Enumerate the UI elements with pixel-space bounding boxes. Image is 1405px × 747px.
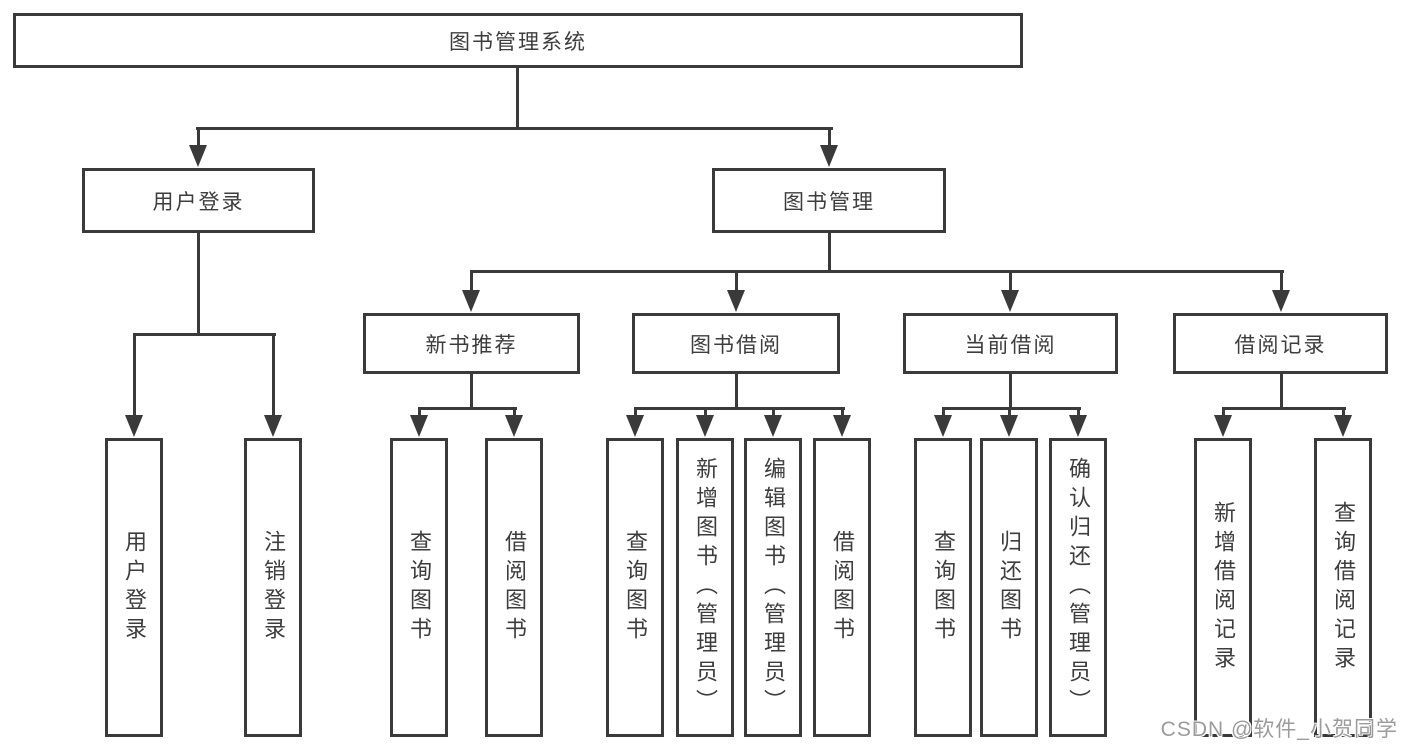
connector-line [828, 233, 831, 273]
connector-line [942, 407, 1081, 410]
connector-line [735, 273, 738, 291]
node-label: 用户登录 [152, 190, 245, 214]
arrowhead-icon [125, 415, 143, 437]
csdn-watermark: CSDN @软件_小贺同学 [1160, 718, 1398, 741]
connector-line [1008, 410, 1011, 416]
arrowhead-icon [820, 145, 838, 167]
node-root: 图书管理系统 [13, 13, 1023, 68]
node-label: 用户登录 [122, 529, 147, 646]
connector-line [418, 407, 517, 410]
connector-line [1280, 273, 1283, 291]
node-label: 查询借阅记录 [1331, 500, 1356, 675]
node-label: 新书推荐 [425, 333, 518, 357]
node-label: 借阅图书 [830, 529, 855, 646]
leaf-logout: 注销登录 [244, 438, 302, 737]
arrowhead-icon [833, 415, 851, 437]
arrowhead-icon [1272, 290, 1290, 312]
node-label: 归还图书 [997, 529, 1022, 646]
node-book-borrow: 图书借阅 [632, 313, 840, 374]
connector-line [197, 130, 200, 146]
connector-line [634, 410, 637, 416]
arrowhead-icon [1000, 415, 1018, 437]
connector-line [516, 68, 519, 127]
connector-line [704, 410, 707, 416]
connector-line [1280, 374, 1283, 410]
node-label: 借阅图书 [502, 529, 527, 646]
arrowhead-icon [626, 415, 644, 437]
connector-line [197, 233, 200, 336]
leaf-query-books-2: 查询图书 [606, 438, 664, 737]
node-label: 图书管理 [783, 190, 875, 214]
node-label: 当前借阅 [964, 333, 1057, 357]
leaf-borrow-books-1: 借阅图书 [485, 438, 543, 737]
arrowhead-icon [462, 290, 480, 312]
node-label: 查询图书 [931, 529, 956, 646]
arrowhead-icon [189, 145, 207, 167]
arrowhead-icon [410, 415, 428, 437]
arrowhead-icon [764, 415, 782, 437]
arrowhead-icon [696, 415, 714, 437]
arrowhead-icon [1334, 415, 1352, 437]
node-label: 图书管理系统 [449, 30, 587, 54]
connector-line [1009, 374, 1012, 410]
arrowhead-icon [1001, 290, 1019, 312]
node-label: 确认归还（管理员） [1066, 457, 1091, 718]
connector-line [470, 270, 1284, 273]
connector-line [133, 333, 276, 336]
leaf-add-books-admin: 新增图书（管理员） [676, 438, 734, 737]
connector-line [1222, 410, 1225, 416]
leaf-query-borrow-record: 查询借阅记录 [1314, 438, 1372, 737]
leaf-edit-books-admin: 编辑图书（管理员） [744, 438, 802, 737]
connector-line [772, 410, 775, 416]
node-label: 查询图书 [623, 529, 648, 646]
node-label: 注销登录 [261, 529, 286, 646]
leaf-user-login: 用户登录 [105, 438, 163, 737]
node-user-login: 用户登录 [82, 168, 315, 233]
node-label: 借阅记录 [1234, 333, 1327, 357]
arrowhead-icon [934, 415, 952, 437]
connector-line [828, 130, 831, 146]
arrowhead-icon [1214, 415, 1232, 437]
node-label: 新增借阅记录 [1211, 500, 1236, 675]
leaf-query-books-1: 查询图书 [390, 438, 448, 737]
arrowhead-icon [505, 415, 523, 437]
node-new-book-recommend: 新书推荐 [363, 313, 580, 374]
connector-line [418, 410, 421, 416]
connector-line [1222, 407, 1346, 410]
leaf-return-books: 归还图书 [980, 438, 1038, 737]
node-book-management: 图书管理 [712, 168, 946, 233]
connector-line [133, 336, 136, 416]
connector-line [634, 407, 845, 410]
arrowhead-icon [727, 290, 745, 312]
node-label: 图书借阅 [690, 333, 782, 357]
node-label: 查询图书 [407, 529, 432, 646]
connector-line [1009, 273, 1012, 291]
leaf-confirm-return-admin: 确认归还（管理员） [1049, 438, 1107, 737]
node-label: 编辑图书（管理员） [761, 457, 786, 718]
connector-line [841, 410, 844, 416]
connector-line [1077, 410, 1080, 416]
connector-line [196, 127, 833, 130]
connector-line [272, 336, 275, 416]
connector-line [470, 374, 473, 410]
leaf-query-books-3: 查询图书 [914, 438, 972, 737]
arrowhead-icon [1069, 415, 1087, 437]
connector-line [513, 410, 516, 416]
node-label: 新增图书（管理员） [693, 457, 718, 718]
leaf-add-borrow-record: 新增借阅记录 [1194, 438, 1252, 737]
arrowhead-icon [264, 415, 282, 437]
leaf-borrow-books-2: 借阅图书 [813, 438, 871, 737]
connector-line [735, 374, 738, 410]
node-current-borrow: 当前借阅 [903, 313, 1118, 374]
connector-line [1342, 410, 1345, 416]
connector-line [470, 273, 473, 291]
node-borrow-records: 借阅记录 [1173, 313, 1388, 374]
connector-line [942, 410, 945, 416]
